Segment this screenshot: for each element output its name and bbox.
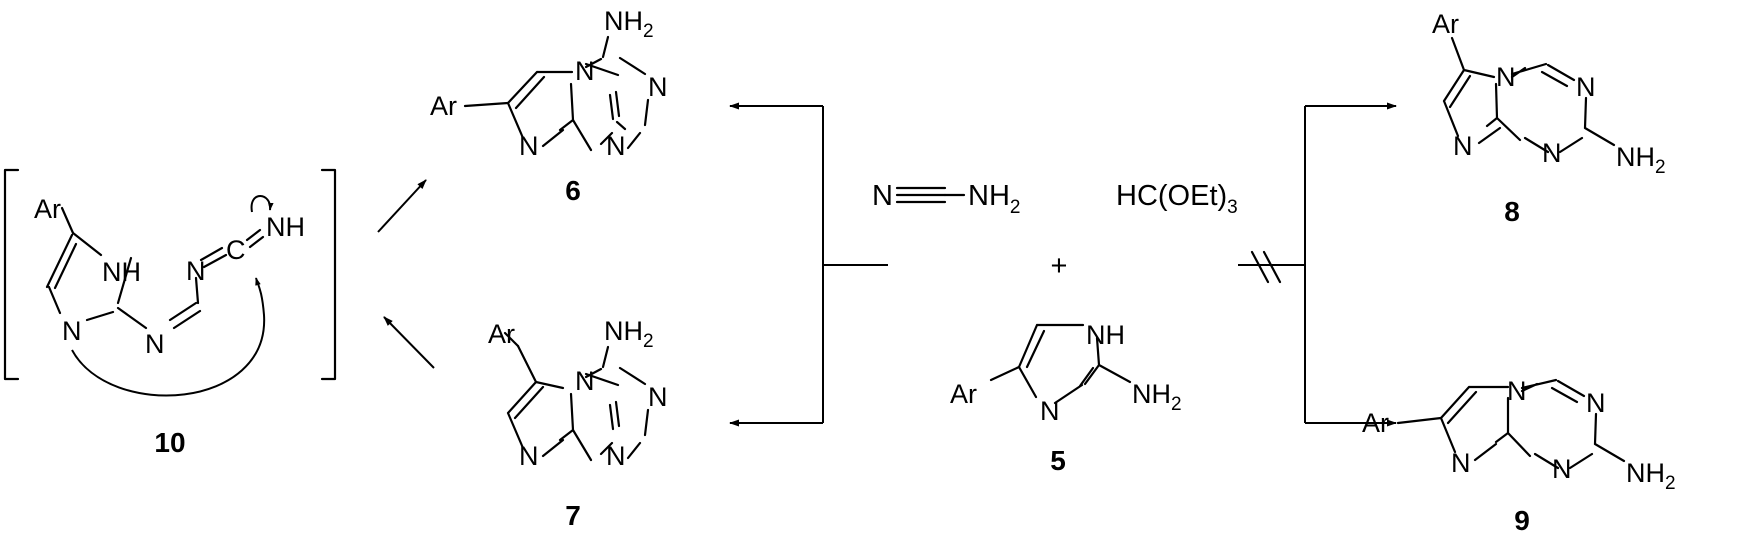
label-7: 7 [565, 500, 581, 531]
n-ring6a-label: N [648, 382, 668, 412]
compound-6: Ar N N N N NH2 6 [430, 6, 668, 206]
ring-bonds [45, 231, 133, 322]
nh2-bond [601, 345, 610, 369]
n-chain-label: N [145, 329, 165, 359]
n-ring6a-label: N [1586, 388, 1606, 418]
ar-bond [60, 206, 75, 235]
n-ring6b-label: N [606, 441, 626, 471]
not-formed-strike [1250, 250, 1282, 284]
nh2-label: NH2 [1132, 379, 1182, 415]
nh-label: NH [102, 257, 141, 287]
compound-8: Ar N N N N NH2 8 [1432, 9, 1666, 227]
n-ring6b-label: N [1552, 454, 1572, 484]
arrow-7-to-10 [383, 316, 435, 369]
triple-bond [895, 186, 947, 204]
ring6-edges [618, 56, 650, 150]
nh-terminal-label: NH [266, 212, 305, 242]
n-bridge-label: N [1507, 376, 1527, 406]
label-5: 5 [1050, 445, 1066, 476]
n-bridge-label: N [575, 366, 595, 396]
ar-label: Ar [430, 91, 457, 121]
n-bridge-label: N [575, 56, 595, 86]
nh2-bond [601, 35, 610, 59]
ar-label: Ar [950, 379, 977, 409]
ar-label: Ar [488, 319, 515, 349]
right-bracket [320, 168, 337, 381]
cyanamide-nh2: NH2 [968, 180, 1020, 218]
plus-sign: + [1051, 250, 1068, 282]
n-bridge-label: N [1496, 62, 1516, 92]
nh2-label: NH2 [1616, 142, 1666, 178]
ring-bonds [506, 344, 650, 462]
chain-bonds [116, 228, 265, 330]
ar-label: Ar [1432, 9, 1459, 39]
label-8: 8 [1504, 196, 1520, 227]
n-ring6a-label: N [1576, 72, 1596, 102]
compound-7: Ar N N N N NH2 7 [488, 316, 668, 531]
ar-bond [1396, 416, 1443, 425]
curved-arrow-small [250, 195, 274, 213]
label-10: 10 [154, 427, 185, 458]
label-9: 9 [1514, 505, 1530, 535]
nh2-label: NH2 [604, 316, 654, 352]
ar-label: Ar [1362, 408, 1389, 438]
ar-label: Ar [34, 194, 61, 224]
n-ring6b-label: N [1542, 138, 1562, 168]
cyanamide-n: N [872, 180, 893, 212]
arrow-10-to-6 [377, 179, 427, 233]
nh2-label: NH2 [604, 6, 654, 42]
compound-10: Ar NH N N N C NH 10 [3, 168, 337, 458]
n-label: N [1040, 396, 1060, 426]
left-fork [822, 106, 888, 423]
n-ring5-label: N [519, 131, 539, 161]
n-ring6a-label: N [648, 72, 668, 102]
nh-label: NH [1086, 320, 1125, 350]
n-carbodiimide-label: N [186, 256, 206, 286]
reagent-cyanamide: N NH2 [872, 180, 1020, 218]
ring-bonds [1442, 36, 1616, 154]
c-label: C [226, 235, 246, 265]
compound-9: Ar N N N N NH2 9 [1362, 376, 1676, 535]
n-ring5-label: N [1451, 448, 1471, 478]
nh2-label: NH2 [1626, 458, 1676, 494]
n-label: N [62, 316, 82, 346]
n-ring6b-label: N [606, 131, 626, 161]
ar-bond [989, 365, 1021, 382]
n-ring5-label: N [1453, 131, 1473, 161]
reagent-orthoformate: HC(OEt)3 [1116, 180, 1238, 218]
curved-arrow-large [71, 277, 266, 397]
n-ring5-label: N [519, 441, 539, 471]
label-6: 6 [565, 175, 581, 206]
left-bracket [3, 168, 20, 381]
ring-bonds [506, 57, 627, 152]
ring-bonds [1439, 378, 1626, 470]
compound-5: Ar NH N NH2 5 [950, 320, 1182, 476]
ar-bond [463, 101, 510, 108]
ar-bond [503, 331, 520, 348]
ring-bonds [1017, 323, 1132, 405]
